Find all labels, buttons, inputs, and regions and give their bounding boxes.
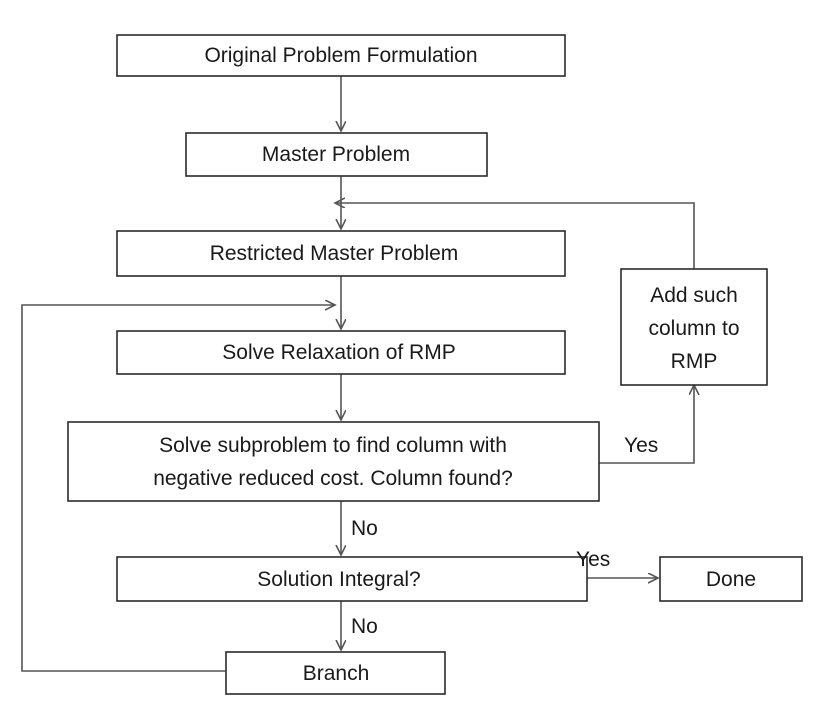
edge-subproblem-yes-to-add-column — [599, 385, 694, 464]
node-restricted-master: Restricted Master Problem — [116, 230, 566, 277]
edge-add-column-loop-to-restricted — [335, 203, 695, 269]
node-subproblem: Solve subproblem to find column with neg… — [67, 421, 600, 502]
node-solution-integral-label: Solution Integral? — [257, 568, 420, 591]
edge-label-integral-yes: Yes — [576, 548, 610, 571]
node-add-column-label-line-2: column to — [648, 317, 739, 340]
edge-label-column-found-no: No — [351, 517, 378, 540]
edge-branch-loop-to-relaxation — [21, 305, 335, 672]
node-add-column-label-line-1: Add such — [650, 284, 738, 307]
node-done-label: Done — [706, 568, 756, 591]
node-solve-relaxation-label: Solve Relaxation of RMP — [222, 341, 455, 364]
node-branch-label: Branch — [303, 662, 370, 685]
edge-label-integral-no: No — [351, 615, 378, 638]
node-done: Done — [659, 556, 803, 602]
node-master-problem: Master Problem — [185, 132, 488, 177]
node-original-problem-label: Original Problem Formulation — [204, 44, 477, 67]
node-master-problem-label: Master Problem — [262, 143, 410, 166]
node-subproblem-label-line-2: negative reduced cost. Column found? — [153, 467, 513, 490]
node-subproblem-label-line-1: Solve subproblem to find column with — [159, 434, 507, 457]
node-solve-relaxation: Solve Relaxation of RMP — [116, 330, 566, 375]
node-add-column: Add such column to RMP — [620, 268, 768, 386]
node-original-problem: Original Problem Formulation — [116, 34, 566, 77]
node-add-column-label-line-3: RMP — [671, 350, 718, 373]
node-solution-integral: Solution Integral? — [116, 556, 588, 602]
node-restricted-master-label: Restricted Master Problem — [210, 242, 459, 265]
edge-label-column-found-yes: Yes — [624, 434, 658, 457]
edges — [21, 76, 695, 672]
node-branch: Branch — [225, 651, 446, 695]
